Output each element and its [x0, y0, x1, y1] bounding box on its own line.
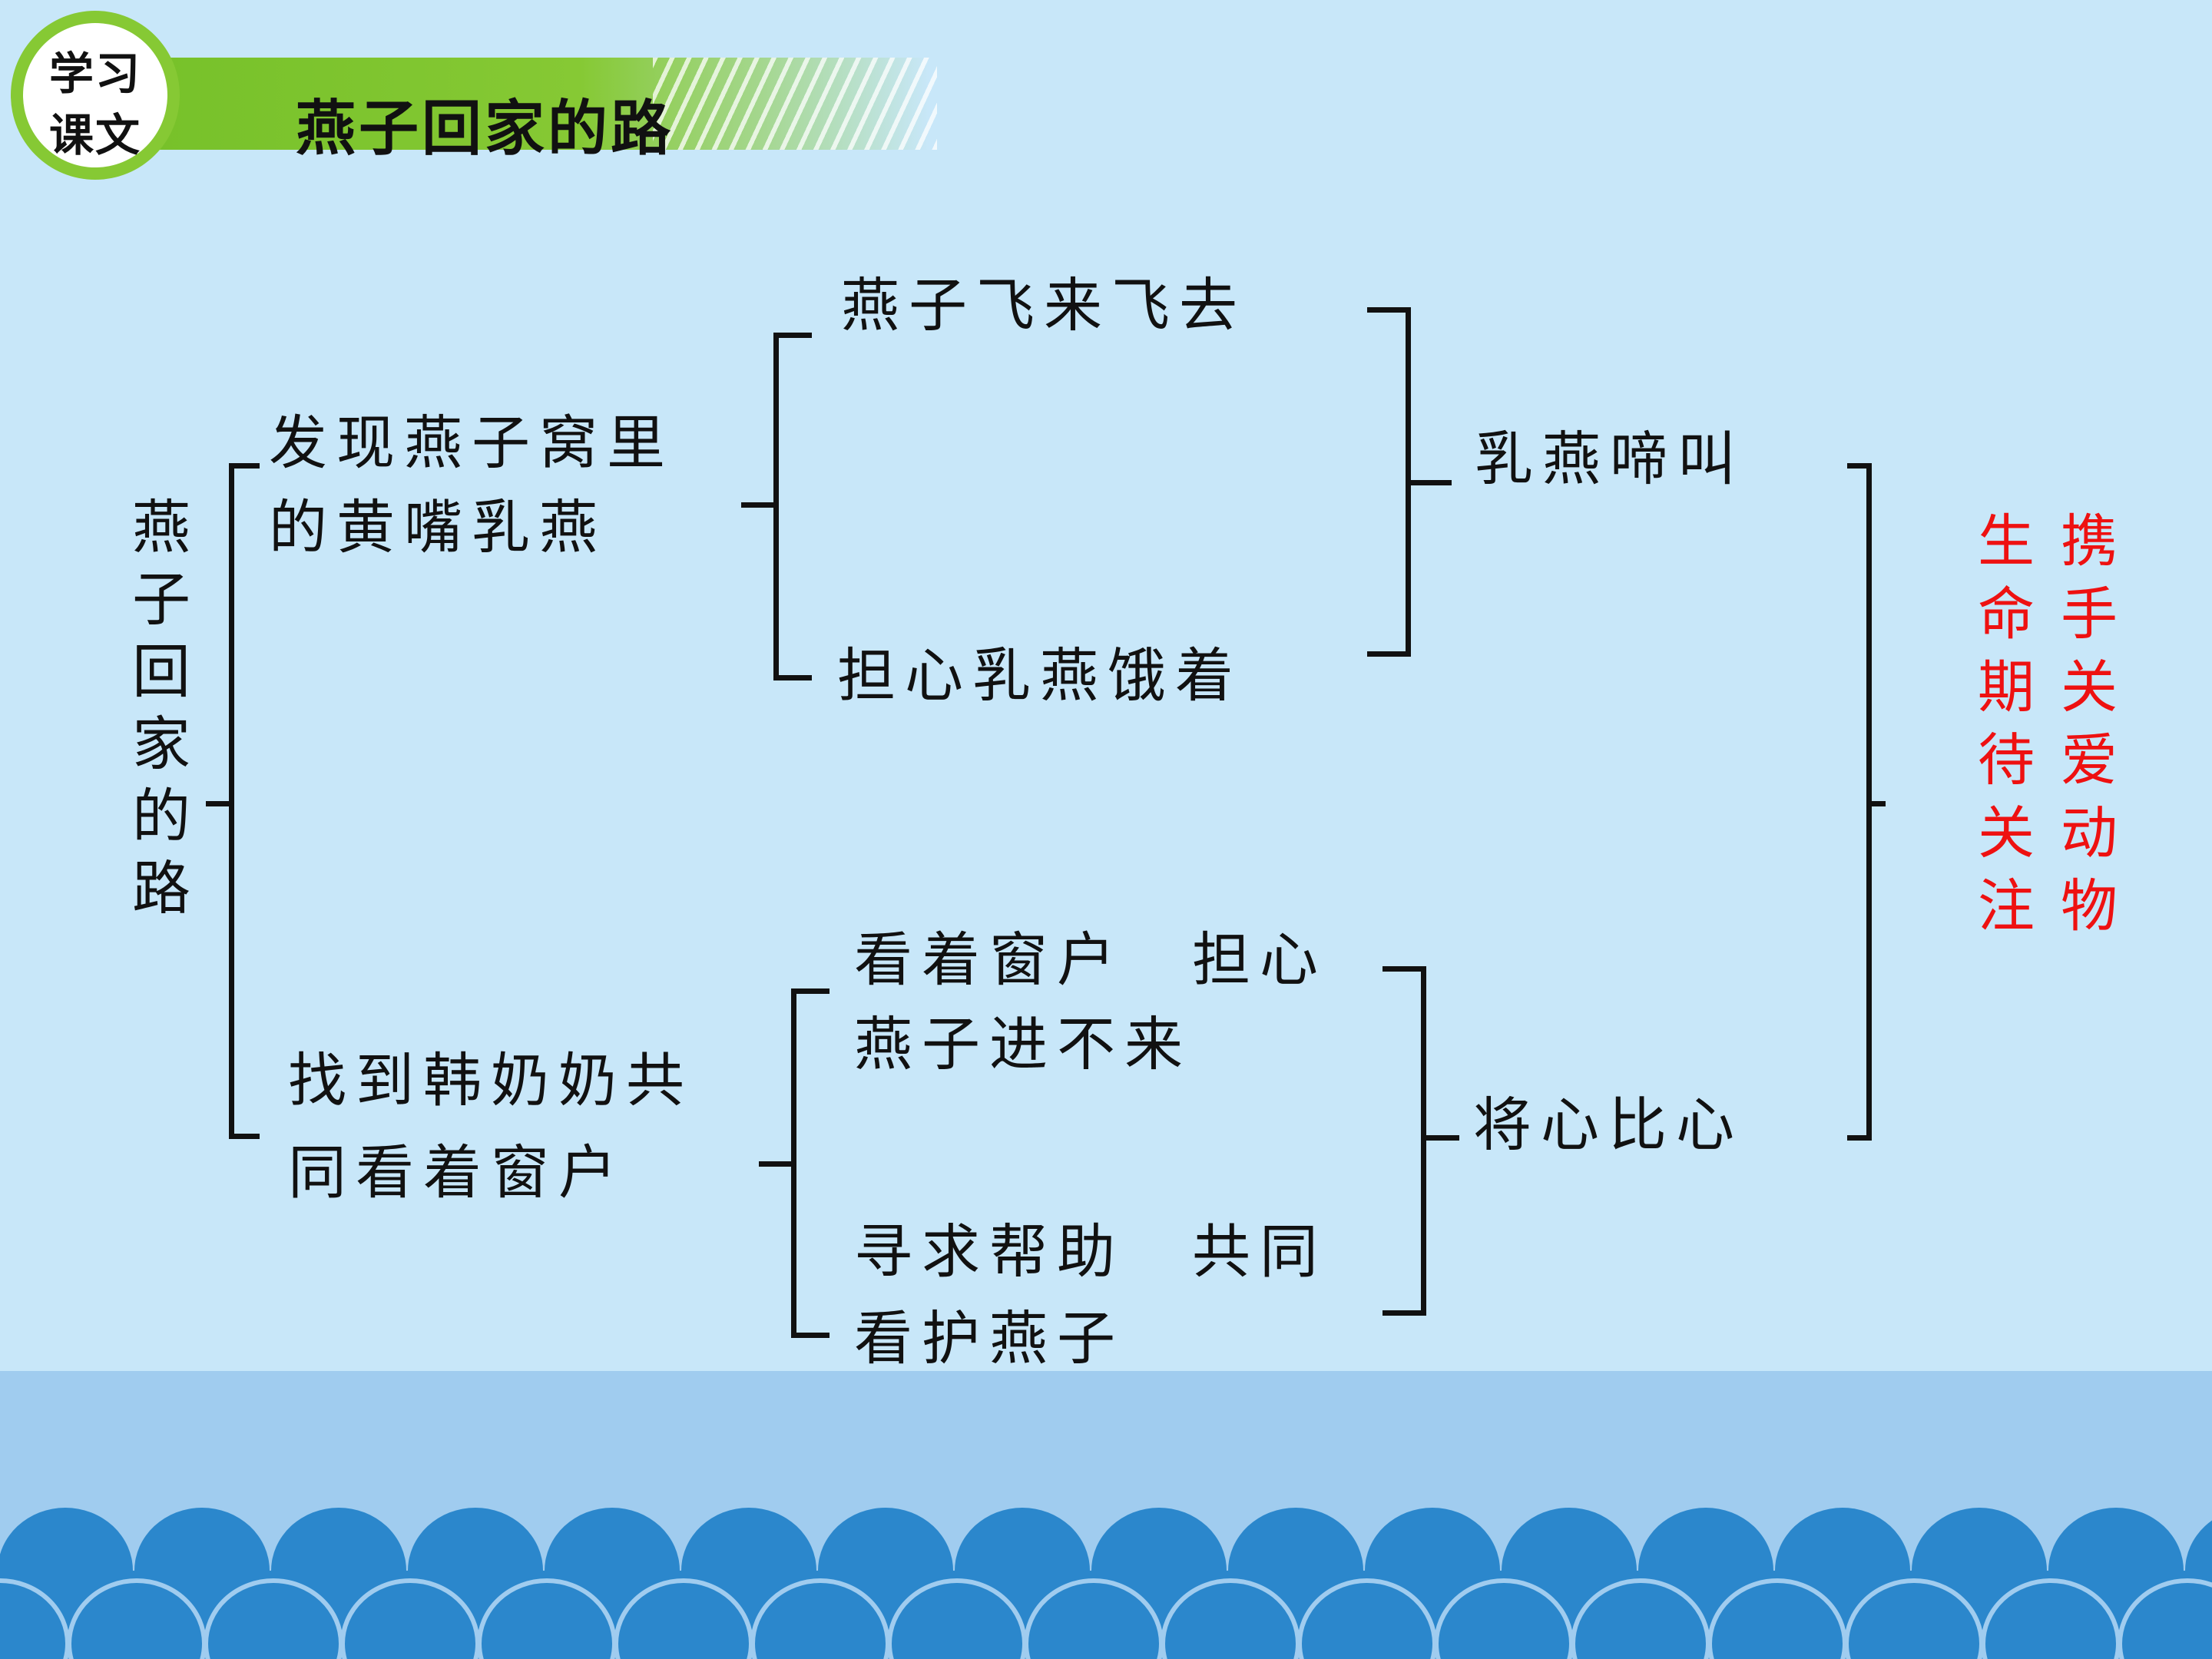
branch1-sub-top: 燕子飞来飞去 — [841, 271, 1247, 339]
wave-scallop-front — [2118, 1578, 2212, 1659]
branch1-line1: 发现燕子窝里 — [269, 409, 674, 477]
final-bracket-tick — [1866, 801, 1886, 806]
wave-decoration — [0, 1508, 2212, 1659]
final-bracket-bottom — [1847, 1135, 1872, 1141]
branch2-bracket-stem — [791, 988, 796, 1338]
branch2-right-bottom — [1382, 1310, 1426, 1316]
branch2-line1: 找到韩奶奶共 — [288, 1046, 694, 1114]
branch2-sub-top-line1: 看着窗户 担心 — [854, 926, 1327, 994]
badge-line-2: 课文 — [48, 109, 141, 161]
branch1-right-tick — [1406, 480, 1452, 485]
branch1-line2: 的黄嘴乳燕 — [269, 493, 607, 561]
section-badge-inner — [23, 23, 167, 167]
branch1-tick — [741, 502, 776, 508]
branch2-bracket-top — [791, 988, 830, 994]
branch2-right-stem — [1421, 966, 1426, 1316]
branch2-right-top — [1382, 966, 1426, 972]
branch2-right-tick — [1421, 1135, 1459, 1141]
badge-line-1: 学习 — [48, 48, 141, 100]
section-badge-label: 学习 课文 — [23, 43, 167, 166]
branch1-sub-bottom: 担心乳燕饿着 — [837, 641, 1243, 710]
conclusion-right-column: 携手关爱动物 — [2061, 508, 2118, 939]
root-bracket-top — [229, 463, 260, 469]
header-stripes — [653, 58, 937, 150]
root-bracket-bottom — [229, 1134, 260, 1139]
branch1-right-bottom — [1367, 651, 1411, 657]
branch2-sub-bottom-line1: 寻求帮助 共同 — [854, 1217, 1327, 1286]
branch2-sub-bottom-line2: 看护燕子 — [854, 1304, 1124, 1373]
branch1-result: 乳燕啼叫 — [1475, 425, 1745, 493]
final-bracket-top — [1847, 463, 1872, 469]
branch1-bracket-bottom — [773, 675, 812, 680]
branch2-bracket-bottom — [791, 1333, 830, 1338]
branch1-bracket-stem — [773, 333, 779, 680]
branch2-line2: 同看着窗户 — [288, 1138, 626, 1207]
branch1-right-top — [1367, 307, 1411, 313]
page-title: 燕子回家的路 — [296, 94, 674, 164]
branch2-sub-top-line2: 燕子进不来 — [854, 1010, 1192, 1078]
branch2-tick — [759, 1161, 793, 1167]
conclusion-left-column: 生命期待关注 — [1978, 508, 2035, 939]
diagram-root-label: 燕子回家的路 — [132, 493, 190, 922]
root-bracket-stem — [229, 463, 234, 1139]
root-bracket-tick — [206, 801, 229, 806]
branch2-result: 将心比心 — [1473, 1091, 1743, 1159]
branch1-bracket-top — [773, 333, 812, 338]
